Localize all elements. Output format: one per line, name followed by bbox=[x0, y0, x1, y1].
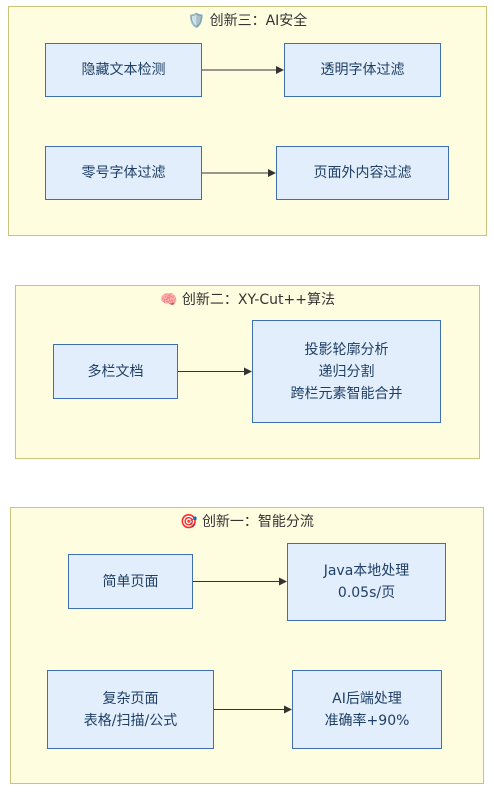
node-line: 跨栏元素智能合并 bbox=[290, 385, 403, 402]
node-line: 表格/扫描/公式 bbox=[83, 712, 178, 729]
node-line: 准确率+90% bbox=[324, 712, 410, 729]
target-icon: 🎯 bbox=[180, 514, 198, 530]
node-complex-page: 复杂页面 表格/扫描/公式 bbox=[47, 670, 214, 749]
node-line: 透明字体过滤 bbox=[320, 62, 405, 78]
node-line: 简单页面 bbox=[102, 573, 159, 590]
brain-icon: 🧠 bbox=[159, 292, 178, 308]
node-offpage-content-filter: 页面外内容过滤 bbox=[276, 146, 449, 200]
group-title: 🎯 创新一：智能分流 bbox=[11, 511, 483, 531]
node-ai-backend: AI后端处理 准确率+90% bbox=[292, 670, 442, 749]
group-title: 🛡️ 创新三：AI安全 bbox=[9, 10, 486, 30]
group-title-text: 创新一：智能分流 bbox=[201, 514, 314, 530]
node-transparent-font-filter: 透明字体过滤 bbox=[284, 43, 441, 97]
group-title-text: 创新三：AI安全 bbox=[209, 13, 308, 29]
node-line: 复杂页面 bbox=[102, 690, 159, 707]
node-zero-size-font-filter: 零号字体过滤 bbox=[45, 146, 202, 200]
node-java-local: Java本地处理 0.05s/页 bbox=[287, 543, 446, 621]
group-title: 🧠 创新二：XY-Cut++算法 bbox=[16, 289, 479, 309]
node-line: AI后端处理 bbox=[332, 690, 402, 707]
node-line: Java本地处理 bbox=[323, 563, 410, 579]
node-simple-page: 简单页面 bbox=[68, 554, 193, 609]
node-line: 隐藏文本检测 bbox=[81, 62, 166, 78]
node-multi-column-doc: 多栏文档 bbox=[53, 344, 178, 399]
node-hidden-text-detection: 隐藏文本检测 bbox=[45, 43, 202, 97]
node-line: 投影轮廓分析 bbox=[304, 341, 389, 358]
group-title-text: 创新二：XY-Cut++算法 bbox=[181, 292, 336, 308]
shield-icon: 🛡️ bbox=[187, 13, 206, 29]
node-line: 多栏文档 bbox=[87, 363, 144, 380]
node-line: 递归分割 bbox=[318, 363, 375, 380]
node-line: 0.05s/页 bbox=[337, 585, 396, 601]
node-xycut-steps: 投影轮廓分析 递归分割 跨栏元素智能合并 bbox=[252, 320, 441, 423]
node-line: 页面外内容过滤 bbox=[313, 165, 412, 181]
node-line: 零号字体过滤 bbox=[81, 165, 166, 181]
